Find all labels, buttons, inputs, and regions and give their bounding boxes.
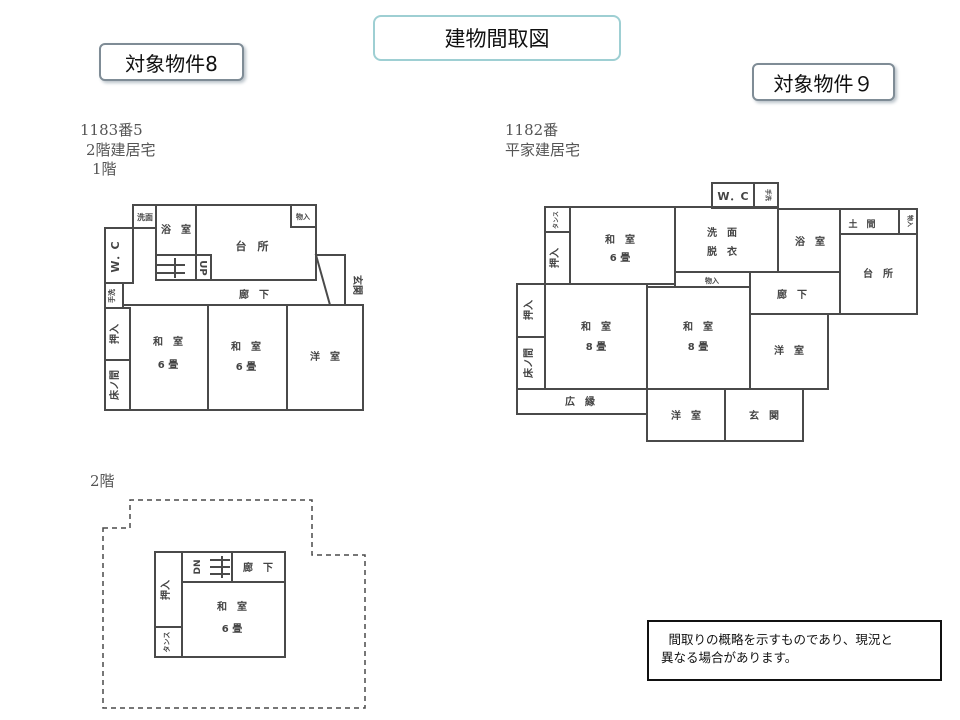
p8f1-entrance-room bbox=[314, 254, 346, 306]
p9-label-dasui: 脱 衣 bbox=[707, 245, 737, 258]
p9-senmen-dasui bbox=[674, 206, 779, 273]
p9-label-storage-mid: 物入 bbox=[705, 276, 719, 285]
p8f1-label-entrance: 玄関 bbox=[351, 275, 364, 295]
p8f1-label-wc: W．C bbox=[109, 241, 122, 272]
disclaimer-note: 間取りの概略を示すものであり、現況と 異なる場合があります。 bbox=[647, 620, 942, 681]
p8f1-stair bbox=[155, 254, 212, 281]
p9-label-kitchen: 台 所 bbox=[863, 267, 893, 280]
p9-label-tokonoma: 床ノ間 bbox=[522, 348, 535, 378]
p9-label-washitsu-b-size: 8 畳 bbox=[586, 341, 606, 353]
property-9-plan bbox=[516, 182, 918, 442]
property-8-lot: 1183番5 bbox=[80, 121, 143, 139]
property-8-label: 対象物件8 bbox=[99, 43, 244, 81]
p9-label-bath: 浴 室 bbox=[795, 235, 825, 248]
p8f1-label-washitsu-b-size: 6 畳 bbox=[236, 361, 256, 373]
p8f1-label-up: UP bbox=[197, 260, 208, 275]
property-9-type: 平家建居宅 bbox=[505, 140, 581, 159]
page-title: 建物間取図 bbox=[373, 15, 621, 61]
p9-label-washitsu-a-size: 6 畳 bbox=[610, 252, 630, 264]
p8f1-label-washitsu-a-size: 6 畳 bbox=[158, 359, 178, 371]
p9-label-washitsu-b: 和 室 bbox=[580, 320, 611, 333]
p8f2-label-hall: 廊 下 bbox=[243, 561, 273, 574]
p9-label-tearai: 手洗 bbox=[764, 189, 772, 201]
p8f2-label-washitsu-size: 6 畳 bbox=[222, 623, 242, 635]
p9-label-hiroen: 広 縁 bbox=[565, 395, 595, 408]
p9-label-youshitsu-a: 洋 室 bbox=[774, 344, 804, 357]
p9-label-doma: 土 間 bbox=[848, 218, 875, 230]
p9-label-youshitsu-b: 洋 室 bbox=[671, 409, 701, 422]
p8f1-label-hall: 廊 下 bbox=[239, 288, 269, 301]
p9-label-senmen: 洗 面 bbox=[707, 226, 737, 239]
p9-label-oshiire-b: 押入 bbox=[522, 300, 535, 320]
p8f1-label-kitchen: 台 所 bbox=[236, 239, 269, 253]
property-8-floor2-label: 2階 bbox=[90, 472, 115, 490]
p9-label-washitsu-c-size: 8 畳 bbox=[688, 341, 708, 353]
p8f1-label-youshitsu: 洋 室 bbox=[310, 350, 340, 363]
p8f1-label-senmen: 洗面 bbox=[137, 212, 153, 222]
p8f1-label-washitsu-a: 和 室 bbox=[152, 335, 183, 348]
p8f2-outline-dashed bbox=[102, 499, 366, 709]
p8f2-hall bbox=[181, 551, 286, 583]
p8f1-label-bath: 浴 室 bbox=[161, 223, 191, 236]
p8f2-tansu bbox=[154, 626, 183, 658]
p9-label-tansu: タンス bbox=[552, 211, 560, 229]
p9-label-washitsu-a: 和 室 bbox=[604, 233, 635, 246]
p8f2-label-tansu: タンス bbox=[162, 632, 171, 653]
p8f1-kitchen-room bbox=[195, 204, 317, 281]
p8f1-label-oshiire: 押入 bbox=[108, 324, 121, 344]
disclaimer-line-2: 異なる場合があります。 bbox=[661, 650, 798, 666]
p8f1-storage-room bbox=[290, 204, 317, 228]
p9-washitsu-c bbox=[646, 286, 751, 390]
p9-label-washitsu-c: 和 室 bbox=[682, 320, 713, 333]
property-8-meta: 1183番5 2階建居宅 1階 bbox=[80, 121, 156, 180]
p9-label-oshiire-a: 押入 bbox=[548, 248, 561, 268]
p8f1-outline bbox=[104, 204, 364, 411]
p8f1-label-tokonoma: 床ノ間 bbox=[108, 370, 121, 400]
property-8-floor2-plan bbox=[102, 499, 366, 709]
property-8-floor1-plan bbox=[104, 204, 364, 411]
p8f2-label-washitsu: 和 室 bbox=[216, 600, 247, 613]
p9-label-hall: 廊 下 bbox=[777, 288, 807, 301]
disclaimer-line-1: 間取りの概略を示すものであり、現況と bbox=[668, 632, 893, 647]
p9-genkan bbox=[724, 388, 804, 442]
p8f2-label-oshiire: 押入 bbox=[159, 580, 172, 600]
p9-label-genkan: 玄 関 bbox=[749, 409, 779, 422]
p9-label-storage: 物入 bbox=[906, 215, 914, 227]
property-9-lot: 1182番 bbox=[505, 121, 559, 139]
property-8-type: 2階建居宅 bbox=[86, 140, 156, 159]
p9-storage bbox=[898, 208, 918, 235]
p8f1-label-toilet-wash: 手洗 bbox=[107, 289, 116, 303]
property-8-floor1-label: 1階 bbox=[92, 160, 117, 178]
property-9-meta: 1182番 平家建居宅 bbox=[505, 121, 580, 160]
p8f2-label-dn: DN bbox=[193, 559, 203, 574]
property-9-label: 対象物件９ bbox=[752, 63, 895, 101]
p8f1-label-washitsu-b: 和 室 bbox=[230, 340, 261, 353]
p8f1-label-storage: 物入 bbox=[296, 212, 310, 221]
p9-label-wc: W．C bbox=[717, 190, 748, 203]
